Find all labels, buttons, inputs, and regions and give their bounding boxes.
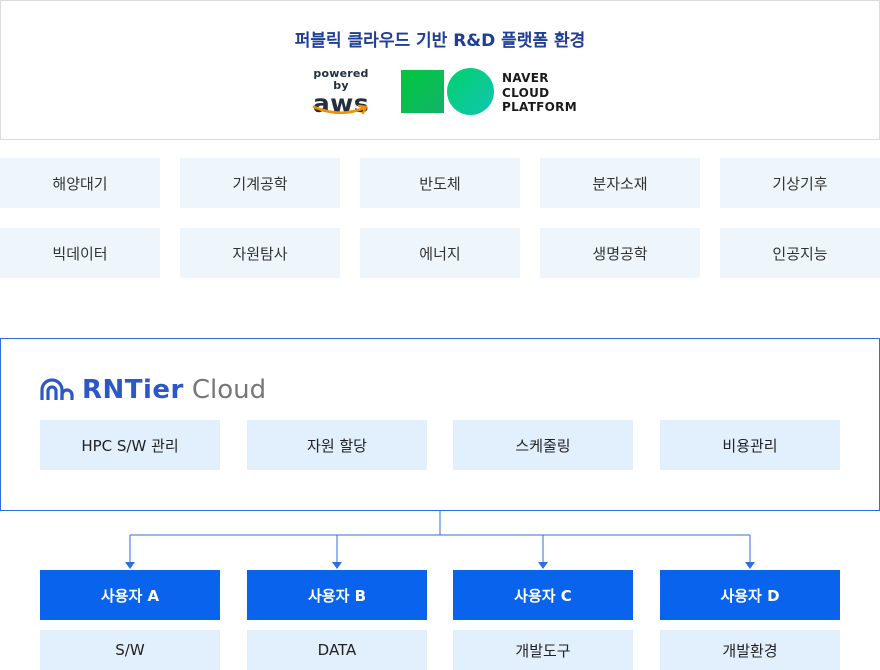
field-item: 자원탐사 xyxy=(180,228,340,278)
aws-powered-by-text: powered by xyxy=(313,67,369,92)
ncp-line-3: PLATFORM xyxy=(502,100,577,114)
feature-item: HPC S/W 관리 xyxy=(40,420,220,470)
rntier-brand-suffix: Cloud xyxy=(191,375,267,405)
arrow-down-icon xyxy=(125,562,135,569)
panel-title: 퍼블릭 클라우드 기반 R&D 플랫폼 환경 xyxy=(294,31,586,51)
arrow-down-icon xyxy=(332,562,342,569)
user-box: 사용자 B xyxy=(247,570,427,620)
aws-smile-icon xyxy=(312,104,368,115)
user-resource: 개발도구 xyxy=(453,630,633,670)
arrow-down-icon xyxy=(745,562,755,569)
ncp-line-2: CLOUD xyxy=(502,85,550,100)
field-item: 분자소재 xyxy=(540,158,700,208)
ncp-line-1: NAVER xyxy=(502,71,549,85)
field-item: 반도체 xyxy=(360,158,520,208)
user-box: 사용자 A xyxy=(40,570,220,620)
user-resource: 개발환경 xyxy=(660,630,840,670)
rntier-cloud-icon xyxy=(40,378,74,400)
field-item: 에너지 xyxy=(360,228,520,278)
feature-item: 비용관리 xyxy=(660,420,840,470)
feature-item: 자원 할당 xyxy=(247,420,427,470)
aws-logo: powered by aws xyxy=(306,68,376,118)
field-item: 해양대기 xyxy=(0,158,160,208)
user-box: 사용자 D xyxy=(660,570,840,620)
rntier-brand: RNTier xyxy=(82,375,184,405)
user-box: 사용자 C xyxy=(453,570,633,620)
ncp-logo-circle-icon xyxy=(447,68,494,115)
rntier-logo: RNTier Cloud xyxy=(40,375,266,405)
field-item: 기상기후 xyxy=(720,158,880,208)
ncp-logo-square-icon xyxy=(401,70,444,113)
field-item: 빅데이터 xyxy=(0,228,160,278)
field-item: 인공지능 xyxy=(720,228,880,278)
ncp-wordmark: NAVER CLOUD PLATFORM xyxy=(502,71,577,115)
arrow-down-icon xyxy=(538,562,548,569)
user-resource: DATA xyxy=(247,630,427,670)
feature-item: 스케줄링 xyxy=(453,420,633,470)
field-item: 생명공학 xyxy=(540,228,700,278)
field-item: 기계공학 xyxy=(180,158,340,208)
user-resource: S/W xyxy=(40,630,220,670)
